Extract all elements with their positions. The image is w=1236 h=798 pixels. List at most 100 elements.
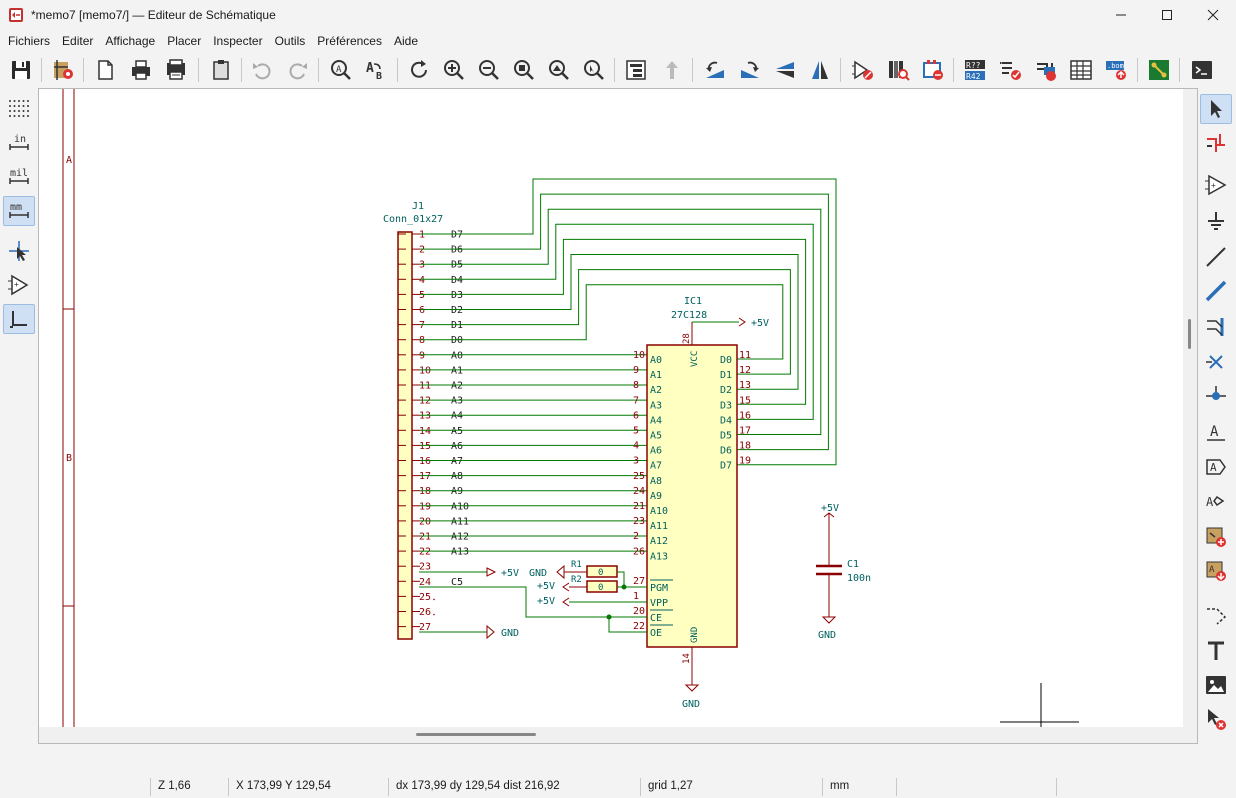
symbol-browser-button[interactable] [883,55,913,85]
add-no-connect-button[interactable] [1200,347,1232,377]
hierarchy-navigator-button[interactable] [621,55,651,85]
minimize-button[interactable] [1098,0,1144,30]
j1-net-label: A10 [451,501,469,512]
zoom-in-button[interactable] [439,55,469,85]
find-button[interactable]: A [326,55,356,85]
select-tool-button[interactable] [1200,94,1232,124]
print-button[interactable] [126,55,156,85]
menu-preferences[interactable]: Préférences [317,34,382,48]
leave-sheet-button[interactable] [657,55,687,85]
add-text-button[interactable] [1200,636,1232,666]
add-sheet-button[interactable] [1200,522,1232,552]
add-image-button[interactable] [1200,670,1232,700]
ic1-vcc-pin-number: 28 [682,333,692,344]
paste-button[interactable] [206,55,236,85]
svg-text:A: A [1210,424,1219,440]
delete-tool-button[interactable] [1200,704,1232,734]
rotate-cw-button[interactable] [735,55,765,85]
ic1-pin-name: A13 [650,551,668,562]
capacitor-c1[interactable]: +5V C1 100n GND [816,503,871,641]
j1-pin-number: 13 [419,411,431,422]
add-wire-button[interactable] [1200,242,1232,272]
mirror-horizontal-button[interactable] [805,55,835,85]
add-bus-entry-button[interactable] [1200,312,1232,342]
add-junction-icon [1206,386,1226,400]
pcb-editor-button[interactable] [1144,55,1174,85]
add-graphic-line-button[interactable] [1200,600,1232,630]
vertical-scrollbar[interactable] [1188,319,1191,349]
highlight-net-button[interactable] [1200,128,1232,158]
zoom-fit-objects-button[interactable] [544,55,574,85]
menu-fichiers[interactable]: Fichiers [8,34,51,48]
refresh-button[interactable] [404,55,434,85]
zoom-selection-button[interactable] [579,55,609,85]
j1-pin-number: 17 [419,471,431,482]
add-junction-button[interactable] [1200,381,1232,411]
address-bus-wires [420,354,647,552]
bom-table-button[interactable] [1066,55,1096,85]
j1-unconnected-mark [433,613,435,616]
units-mils-button[interactable]: mil [3,162,35,192]
menu-inspecter[interactable]: Inspecter [213,34,263,48]
ic1-pin-number: 11 [739,350,751,361]
r2-reference: R2 [571,575,582,585]
scripting-console-button[interactable] [1187,55,1217,85]
close-button[interactable] [1190,0,1236,30]
assign-footprints-button[interactable] [1031,55,1061,85]
ic1-ctrl-pin-name: OE [650,628,662,639]
data-wire [420,254,799,390]
erc-button[interactable] [996,55,1026,85]
add-symbol-icon: + [1205,174,1227,196]
bom-generate-button[interactable]: .bom [1101,55,1131,85]
rotate-ccw-button[interactable] [700,55,730,85]
ic1-pin-name: A0 [650,355,662,366]
j1-reference: J1 [412,201,424,212]
add-power-button[interactable] [1200,206,1232,236]
menu-aide[interactable]: Aide [393,34,418,48]
maximize-button[interactable] [1144,0,1190,30]
zoom-out-button[interactable] [474,55,504,85]
mirror-vertical-button[interactable] [770,55,800,85]
add-global-label-button[interactable]: A [1200,452,1232,482]
add-hier-label-button[interactable]: A [1200,486,1232,516]
add-symbol-button[interactable]: + [1200,170,1232,200]
schematic-setup-button[interactable] [48,55,78,85]
import-sheet-pin-button[interactable]: A [1200,556,1232,586]
plot-button[interactable] [161,55,191,85]
update-pcb-button[interactable] [918,55,948,85]
r1-reference: R1 [571,560,582,570]
menu-outils[interactable]: Outils [274,34,306,48]
line-mode-90-button[interactable] [3,304,35,334]
grid-toggle-button[interactable] [3,94,35,124]
save-button[interactable] [6,55,36,85]
ic1-gnd-power-label: GND [682,699,700,710]
undo-button[interactable] [247,55,277,85]
horizontal-scrollbar[interactable] [416,733,536,736]
menu-editer[interactable]: Editer [62,34,94,48]
menu-placer[interactable]: Placer [167,34,202,48]
zoom-fit-button[interactable] [509,55,539,85]
schematic-setup-icon [54,60,73,80]
units-inches-button[interactable]: in [3,128,35,158]
units-mm-button[interactable]: mm [3,196,35,226]
show-hidden-pins-button[interactable]: + [3,270,35,300]
redo-button[interactable] [283,55,313,85]
zoom-out-icon [479,60,499,80]
menu-affichage[interactable]: Affichage [105,34,156,48]
cursor-fullscreen-button[interactable] [3,236,35,266]
j1-pin-number: 19 [419,501,431,512]
add-label-button[interactable]: A [1200,417,1232,447]
symbol-editor-button[interactable] [848,55,878,85]
annotate-button[interactable]: R??R42 [960,55,990,85]
add-bus-button[interactable] [1200,276,1232,306]
j1-pin-number: 8 [419,335,425,346]
page-settings-button[interactable] [90,55,120,85]
